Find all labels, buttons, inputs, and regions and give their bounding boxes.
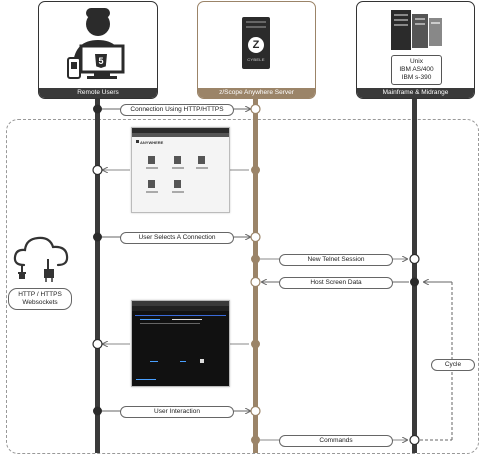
protocol-label: HTTP / HTTPS Websockets [8, 288, 72, 310]
protocol-line2: Websockets [22, 299, 58, 306]
server-lifeline [253, 97, 258, 453]
mainframe-card: Unix IBM AS/400 IBM s-390 Mainframe & Mi… [356, 1, 475, 99]
user-interaction-message: User Interaction [120, 406, 234, 418]
protocol-line1: HTTP / HTTPS [18, 291, 62, 298]
remote-users-card: 5 Remote Users [38, 1, 158, 99]
host-icon [174, 156, 181, 164]
terminal-screenshot [131, 300, 230, 387]
host-icon [148, 156, 155, 164]
commands-message: Commands [279, 435, 393, 447]
user-selects-message: User Selects A Connection [120, 232, 234, 244]
cloud-websocket-icon [13, 236, 69, 282]
server-title: z/Scope Anywhere Server [198, 88, 315, 98]
cycle-label: Cycle [431, 359, 475, 371]
html5-icon: 5 [95, 54, 107, 68]
system-as400: IBM AS/400 [399, 66, 434, 73]
server-tower-icon: Z CYBELE [242, 17, 270, 69]
session-boundary [6, 119, 479, 454]
host-icon [198, 156, 205, 164]
system-s390: IBM s-390 [401, 74, 432, 81]
remote-users-lifeline [95, 97, 100, 453]
systems-box: Unix IBM AS/400 IBM s-390 [391, 55, 442, 85]
mainframe-server-icon [391, 10, 442, 50]
server-brand: CYBELE [247, 57, 265, 62]
mainframe-lifeline [412, 97, 417, 453]
system-unix: Unix [409, 58, 423, 65]
remote-users-title: Remote Users [39, 88, 157, 98]
mainframe-title: Mainframe & Midrange [357, 88, 474, 98]
host-icon [174, 180, 181, 188]
host-icon [148, 180, 155, 188]
host-screen-message: Host Screen Data [279, 277, 393, 289]
z-logo-icon: Z [248, 37, 264, 53]
connection-message: Connection Using HTTP/HTTPS [120, 104, 234, 116]
anywhere-brand: ANYWHERE [140, 140, 164, 145]
new-telnet-message: New Telnet Session [279, 254, 393, 266]
anywhere-web-screenshot: ANYWHERE [131, 127, 230, 213]
server-card: Z CYBELE z/Scope Anywhere Server [197, 1, 316, 99]
